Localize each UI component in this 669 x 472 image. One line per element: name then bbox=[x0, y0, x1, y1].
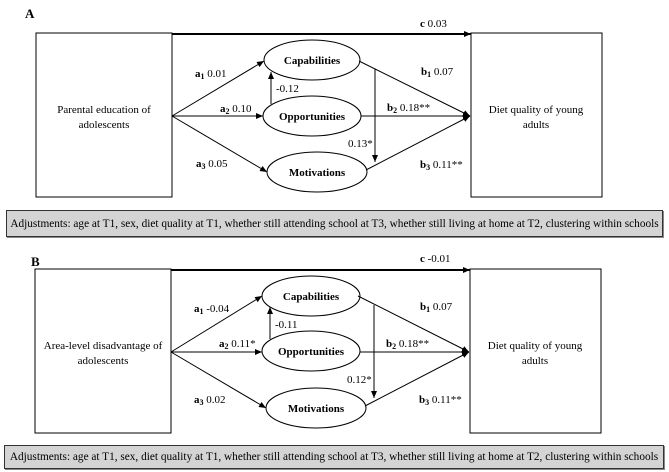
path-a1-arrow bbox=[170, 295, 263, 353]
path-a2-label: a2 0.10 bbox=[220, 103, 252, 116]
path-b1-label: b1 0.07 bbox=[421, 66, 454, 79]
exposure-label-line2: adolescents bbox=[78, 355, 129, 367]
path-a3-label: a3 0.05 bbox=[196, 158, 228, 171]
path-b1-label: b1 0.07 bbox=[420, 301, 453, 314]
path-b3-arrow bbox=[364, 351, 470, 407]
path-a2-label: a2 0.11* bbox=[219, 338, 256, 351]
opportunities-label: Opportunities bbox=[279, 111, 346, 123]
path-a1-label: a1 0.01 bbox=[195, 68, 227, 81]
panel-a-label: A bbox=[25, 6, 35, 21]
path-b2-label: b2 0.18** bbox=[386, 338, 429, 351]
outcome-box bbox=[469, 268, 602, 434]
path-c-label: c 0.03 bbox=[420, 18, 447, 30]
mediator-opportunities bbox=[261, 330, 361, 372]
outcome-label-line1: Diet quality of young bbox=[488, 340, 583, 352]
path-a1-arrow bbox=[171, 60, 265, 117]
path-b3-arrow bbox=[365, 115, 471, 171]
adjustments-note-a: Adjustments: age at T1, sex, diet qualit… bbox=[6, 210, 663, 237]
path-cap-to-mot-label: 0.12* bbox=[347, 374, 372, 386]
path-b1-arrow bbox=[357, 295, 470, 353]
exposure-label-line1: Parental education of bbox=[57, 104, 151, 116]
exposure-box bbox=[35, 32, 173, 198]
opportunities-label: Opportunities bbox=[278, 346, 345, 358]
exposure-box bbox=[34, 268, 172, 434]
path-a1-label: a1 -0.04 bbox=[194, 303, 230, 316]
path-a3-label: a3 0.02 bbox=[194, 394, 226, 407]
panel-b-label: B bbox=[31, 254, 40, 269]
outcome-label-line1: Diet quality of young bbox=[489, 104, 584, 116]
capabilities-label: Capabilities bbox=[284, 55, 341, 67]
path-b1-arrow bbox=[358, 60, 471, 117]
path-cap-to-mot-label: 0.13* bbox=[348, 138, 373, 150]
motivations-label: Motivations bbox=[288, 403, 345, 415]
panel-a: A Parental education of adolescents Diet… bbox=[25, 6, 603, 198]
capabilities-label: Capabilities bbox=[283, 291, 340, 303]
outcome-label-line2: adults bbox=[522, 355, 548, 367]
motivations-label: Motivations bbox=[289, 167, 346, 179]
outcome-box bbox=[470, 32, 603, 198]
outcome-label-line2: adults bbox=[523, 119, 549, 131]
path-a3-arrow bbox=[171, 115, 268, 173]
path-opp-to-cap-label: -0.11 bbox=[275, 319, 298, 331]
path-c-label: c -0.01 bbox=[420, 253, 451, 265]
path-b3-label: b3 0.11** bbox=[420, 159, 463, 172]
path-opp-to-cap-label: -0.12 bbox=[276, 83, 299, 95]
adjustments-note-b: Adjustments: age at T1, sex, diet qualit… bbox=[4, 445, 664, 469]
exposure-label-line2: adolescents bbox=[79, 119, 130, 131]
path-b3-label: b3 0.11** bbox=[419, 394, 462, 407]
exposure-label-line1: Area-level disadvantage of bbox=[44, 340, 163, 352]
panel-b: B Area-level disadvantage of adolescents… bbox=[31, 253, 602, 434]
path-a3-arrow bbox=[170, 351, 267, 409]
mediator-capabilities bbox=[263, 39, 361, 81]
path-b2-label: b2 0.18** bbox=[387, 102, 430, 115]
